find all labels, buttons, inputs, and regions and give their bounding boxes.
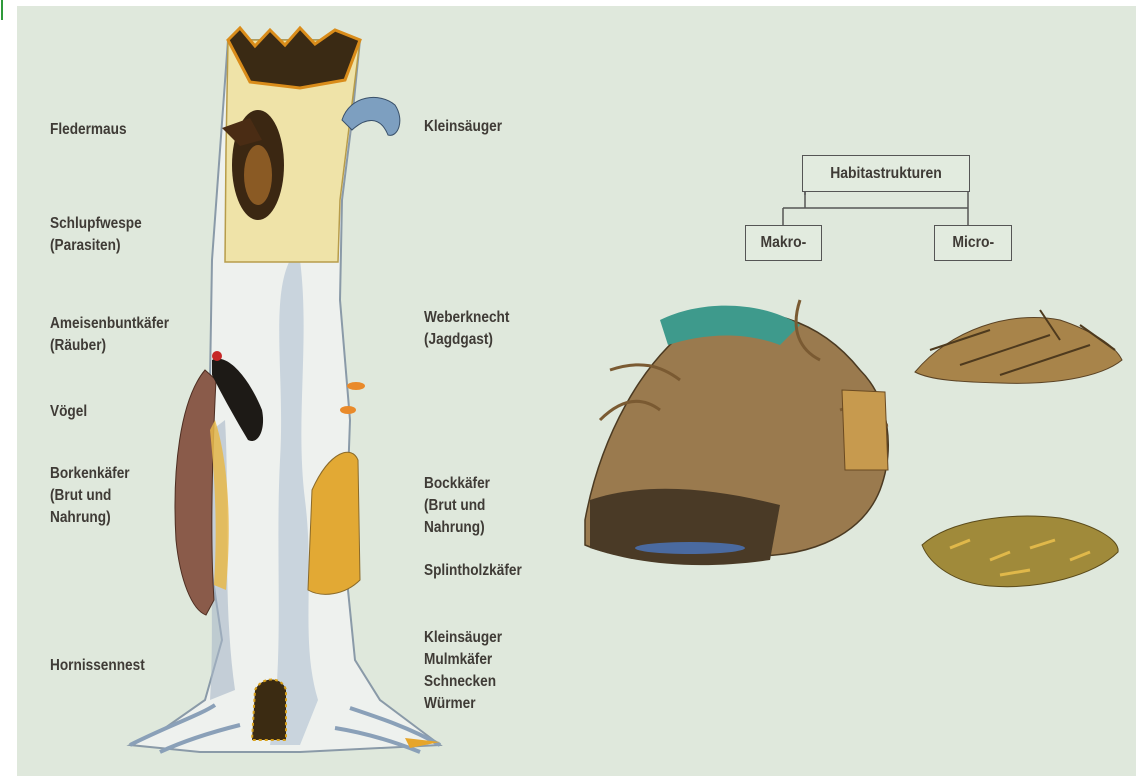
label-fledermaus: Fledermaus: [50, 119, 127, 141]
bark-slab: [175, 370, 216, 615]
box-micro: Micro-: [934, 225, 1012, 261]
bracket-fungus-1: [347, 382, 365, 390]
micro-habitat-illustrations: [915, 310, 1122, 587]
macro-habitat-illustration: [585, 300, 888, 565]
label-voegel: Vögel: [50, 401, 87, 423]
label-kleinsaeuger-top: Kleinsäuger: [424, 116, 502, 138]
label-bockkaefer: Bockkäfer (Brut und Nahrung): [424, 473, 490, 539]
box-makro: Makro-: [745, 225, 822, 261]
label-ground-group: Kleinsäuger Mulmkäfer Schnecken Würmer: [424, 627, 502, 715]
root-ball-puddle: [635, 542, 745, 554]
label-borkenkaefer: Borkenkäfer (Brut und Nahrung): [50, 463, 130, 529]
label-hornissennest: Hornissennest: [50, 655, 145, 677]
box-habitastrukturen: Habitastrukturen: [802, 155, 970, 192]
twig-pile: [915, 317, 1122, 383]
woodpecker-cap: [212, 351, 222, 361]
box-micro-label: Micro-: [952, 234, 994, 252]
hornets-nest: [252, 680, 286, 741]
broken-top: [228, 28, 360, 88]
label-splintholzkaefer: Splintholzkäfer: [424, 560, 522, 582]
bracket-fungus-2: [340, 406, 356, 414]
hierarchy-connectors: [783, 191, 968, 226]
box-habitastrukturen-label: Habitastrukturen: [830, 165, 942, 183]
tree-illustration: [130, 28, 440, 752]
label-weberknecht: Weberknecht (Jagdgast): [424, 307, 509, 351]
root-ball-log: [842, 390, 888, 470]
bat-roost: [244, 145, 272, 205]
label-schlupfwespe: Schlupfwespe (Parasiten): [50, 213, 142, 257]
box-makro-label: Makro-: [761, 234, 807, 252]
label-ameisenbuntkaefer: Ameisenbuntkäfer (Räuber): [50, 313, 169, 357]
